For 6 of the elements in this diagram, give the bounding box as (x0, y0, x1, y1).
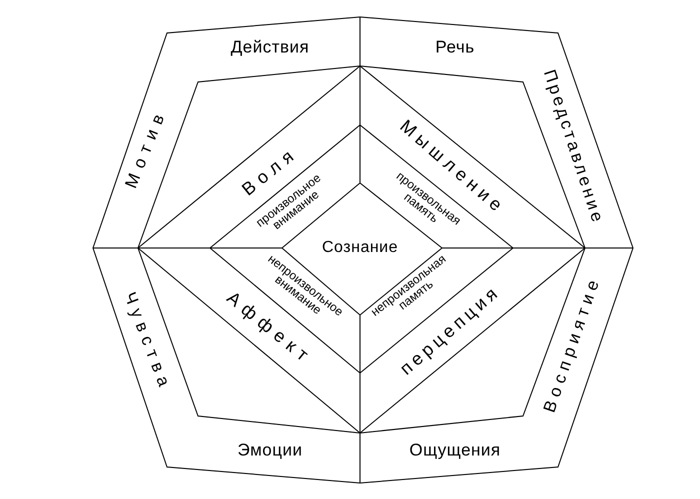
octagon-region (93, 17, 633, 483)
region-label: Действия (230, 38, 310, 56)
region-label: Ощущения (409, 442, 501, 458)
region-label: Эмоции (238, 442, 302, 458)
region-label: Сознание (322, 240, 398, 256)
region-label: Речь (435, 38, 475, 56)
